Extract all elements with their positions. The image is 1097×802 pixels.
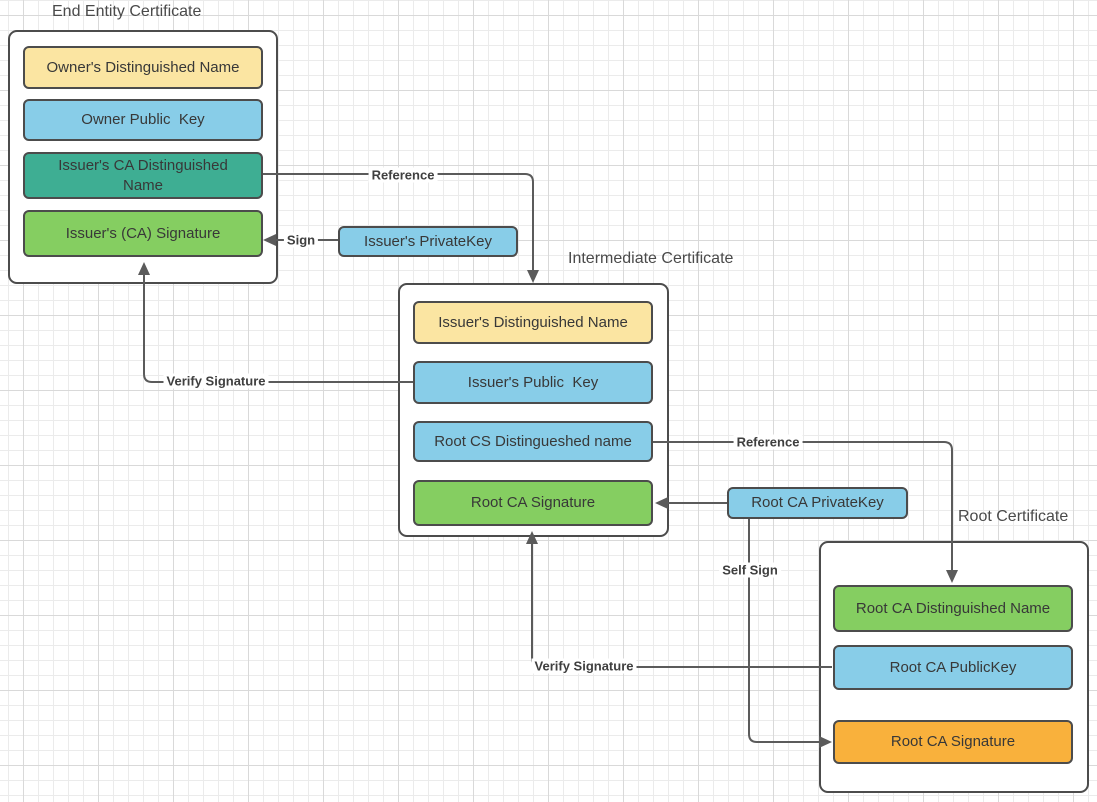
self-sign-line xyxy=(748,519,819,743)
verify-signature2-label: Verify Signature xyxy=(531,658,637,674)
verify-signature1-label: Verify Signature xyxy=(163,373,269,389)
verify-signature1-line xyxy=(143,274,413,383)
field-label: Issuer's (CA) Signature xyxy=(65,224,221,242)
field-label: Root CA Signature xyxy=(890,733,1016,750)
intermediate-certificate-title: Intermediate Certificate xyxy=(568,250,734,267)
box-root-ca-privatekey: Root CA PrivateKey xyxy=(727,487,908,519)
field-issuers-public-key: Issuer's Public Key xyxy=(413,361,653,404)
field-root-ca-signature-intermediate: Root CA Signature xyxy=(413,480,653,526)
field-label: Root CA Distinguished Name xyxy=(855,599,1051,617)
verify-signature2-line xyxy=(531,543,832,668)
field-label: Root CS Distingueshed name xyxy=(434,432,632,450)
self-sign-label: Self Sign xyxy=(719,562,781,578)
field-label: Root CA Signature xyxy=(470,494,596,511)
field-label: Owner's Distinguished Name xyxy=(46,58,240,76)
reference1-label: Reference xyxy=(368,167,438,183)
field-issuers-ca-distinguished-name: Issuer's CA Distinguished Name xyxy=(23,152,263,199)
field-owners-distinguished-name: Owner's Distinguished Name xyxy=(23,46,263,89)
reference1-arrowhead xyxy=(527,270,539,283)
field-root-ca-publickey: Root CA PublicKey xyxy=(833,645,1073,690)
field-label: Issuer's CA Distinguished Name xyxy=(58,156,232,194)
field-root-ca-signature-root: Root CA Signature xyxy=(833,720,1073,764)
reference2-label: Reference xyxy=(733,434,803,450)
field-issuers-ca-signature: Issuer's (CA) Signature xyxy=(23,210,263,257)
sign-label: Sign xyxy=(283,232,319,248)
end-entity-certificate-title: End Entity Certificate xyxy=(52,3,202,20)
field-root-ca-distinguished-name: Root CA Distinguished Name xyxy=(833,585,1073,632)
field-label: Issuer's Public Key xyxy=(467,373,599,391)
field-root-cs-distingueshed-name: Root CS Distingueshed name xyxy=(413,421,653,462)
field-label: Root CA PrivateKey xyxy=(751,494,884,511)
box-issuers-privatekey: Issuer's PrivateKey xyxy=(338,226,518,257)
field-label: Root CA PublicKey xyxy=(889,658,1017,676)
field-label: Issuer's Distinguished Name xyxy=(438,313,628,331)
field-owner-public-key: Owner Public Key xyxy=(23,99,263,141)
root-certificate-title: Root Certificate xyxy=(958,508,1069,525)
reference1-line xyxy=(263,173,534,272)
field-issuers-distinguished-name: Issuer's Distinguished Name xyxy=(413,301,653,344)
field-label: Issuer's PrivateKey xyxy=(364,232,492,250)
field-label: Owner Public Key xyxy=(81,111,205,128)
